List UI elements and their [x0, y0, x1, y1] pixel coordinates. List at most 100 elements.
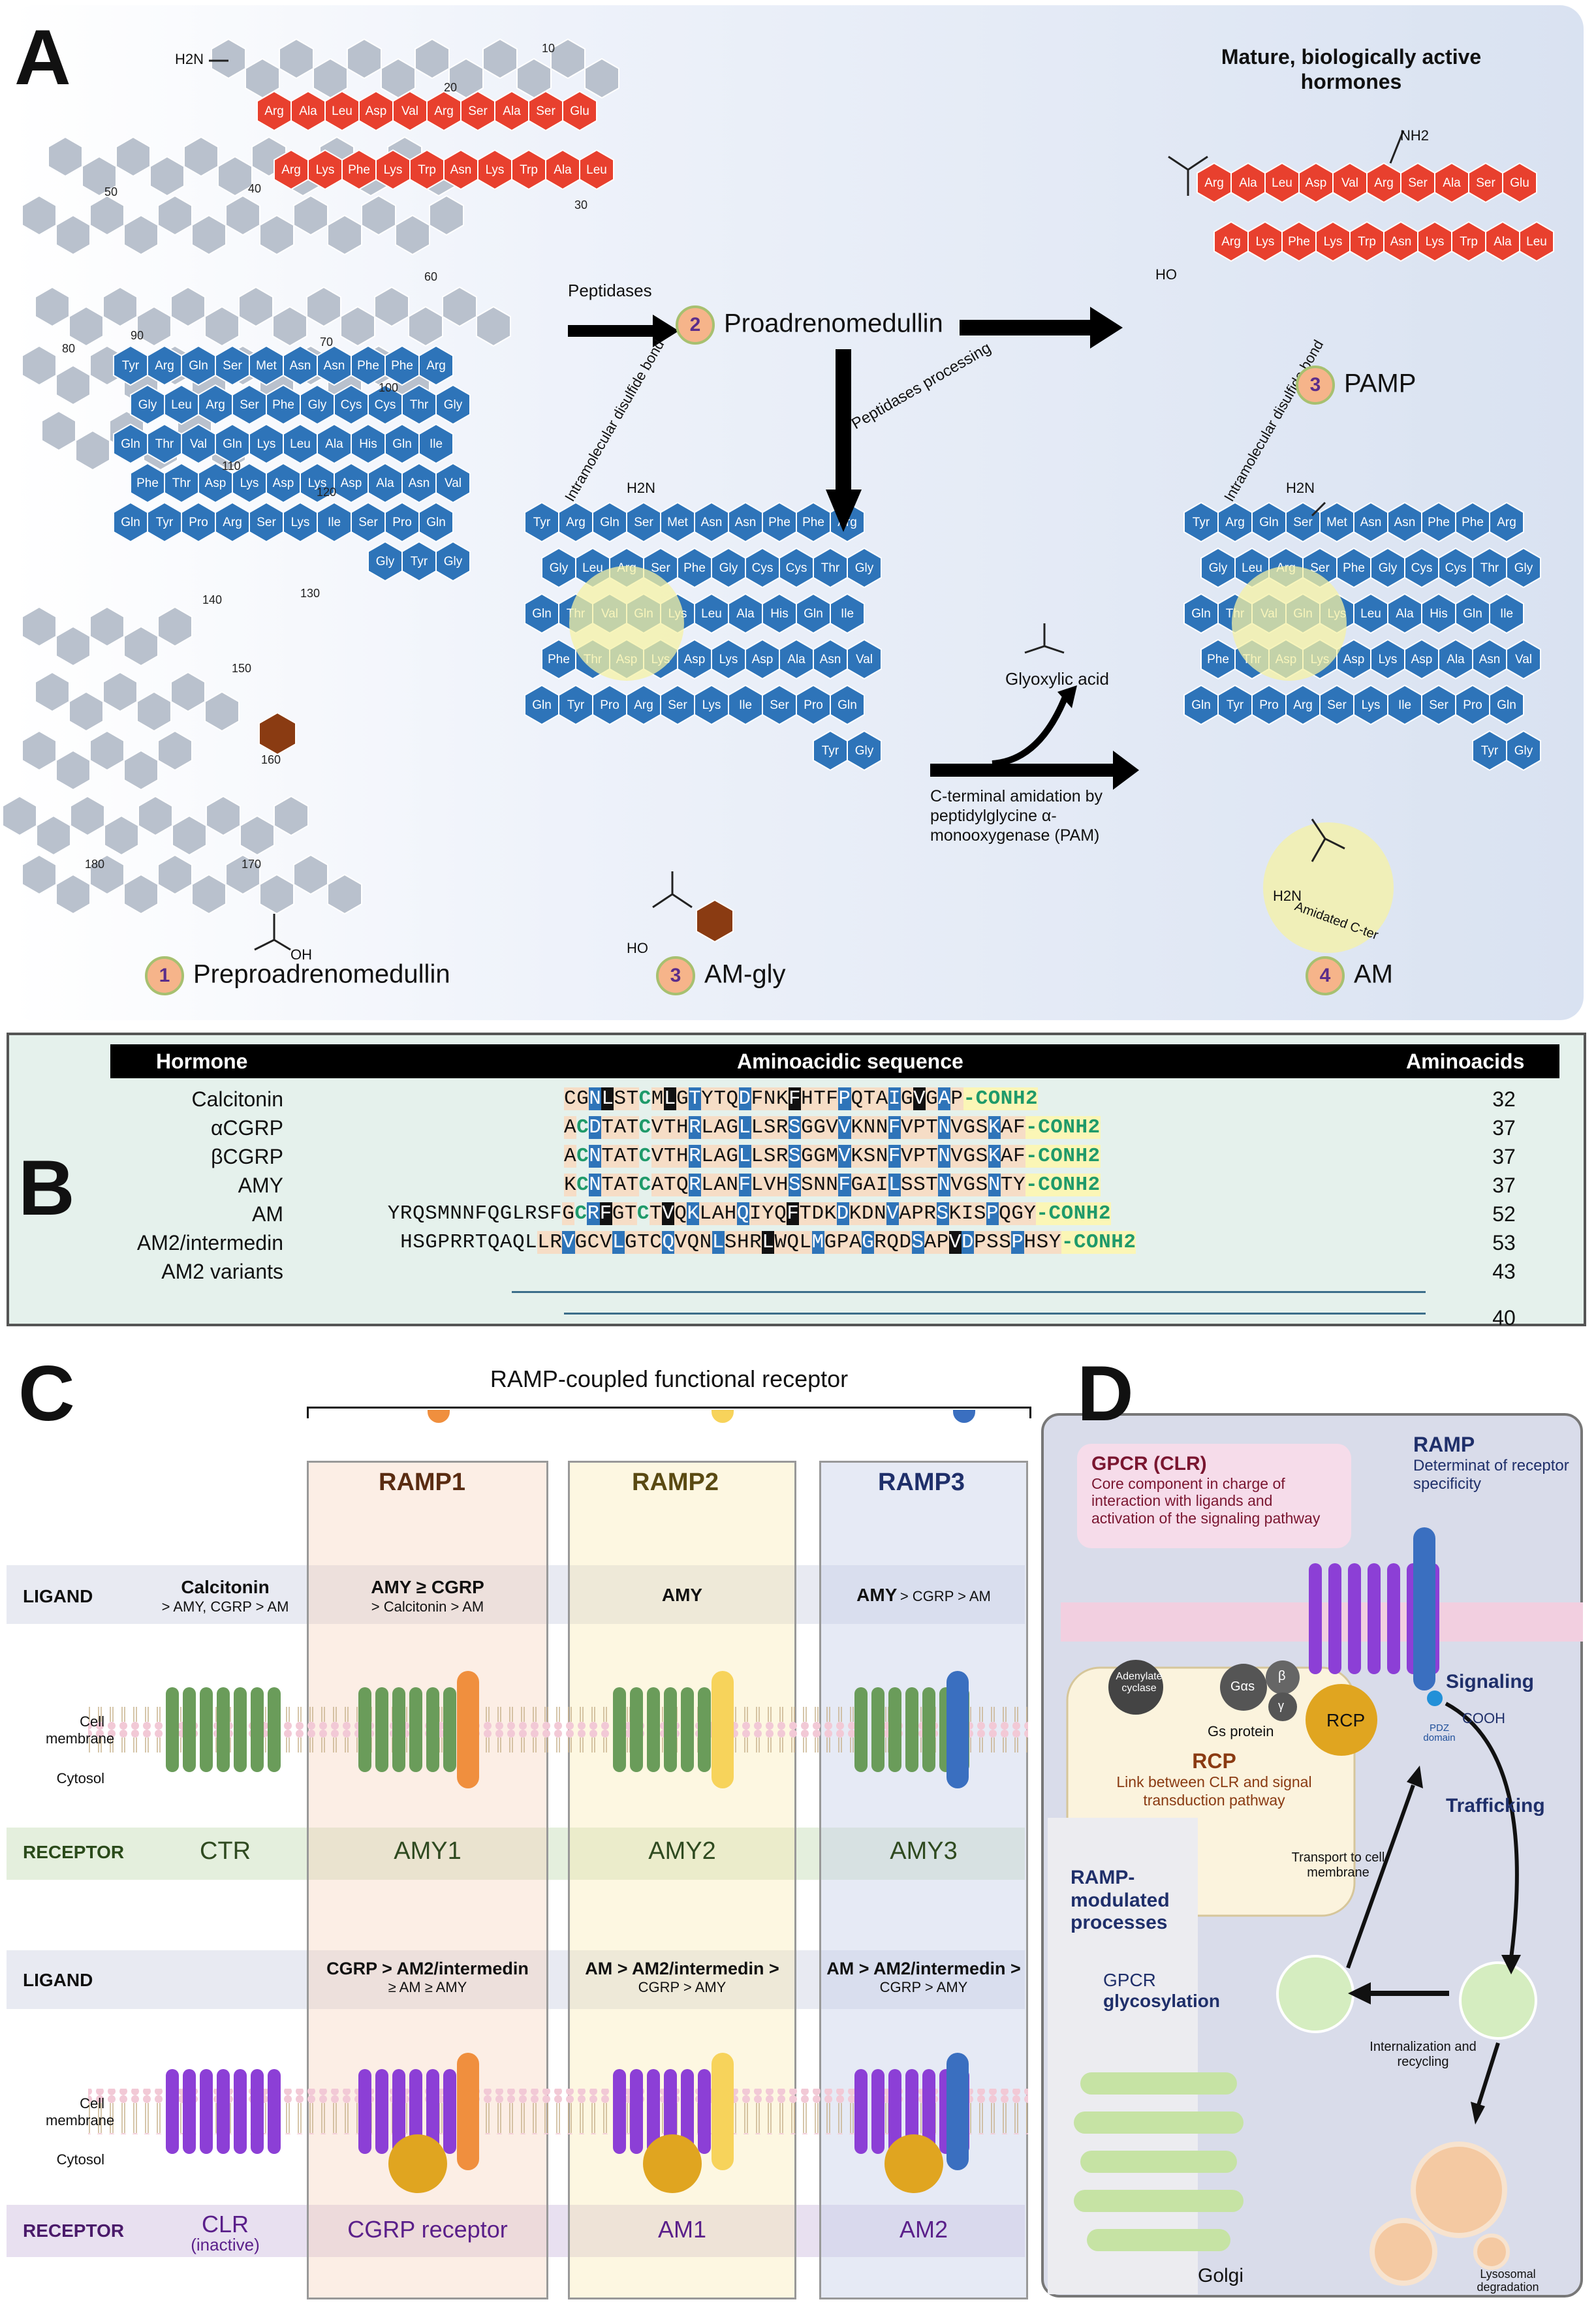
amino-acid-label: Val [1515, 653, 1532, 666]
precursor-residue [448, 57, 484, 99]
panel-b-table: Hormone Aminoacidic sequence Aminoacids … [7, 1033, 1586, 1330]
arrow-trafficking-down [1445, 1702, 1519, 1959]
golgi-stack [1074, 2072, 1244, 2251]
amino-acid-label: Ala [1396, 607, 1414, 621]
precursor-residue [293, 195, 328, 236]
residue: T [926, 1174, 939, 1196]
position-tick: 90 [131, 329, 144, 342]
amino-acid-label: Ser [1476, 176, 1495, 190]
amino-acid-label: Ser [257, 516, 276, 529]
precursor-residue [123, 873, 159, 915]
amino-acid-label: Ser [1429, 698, 1448, 712]
signaling-label: Signaling [1446, 1671, 1534, 1692]
precursor-residue [206, 795, 241, 837]
residue: G [963, 1145, 976, 1168]
amino-acid-label: Ser [1408, 176, 1428, 190]
residue: D [811, 1202, 824, 1225]
amino-acid-hex [1213, 221, 1249, 262]
amino-acid-label: Gln [532, 698, 552, 712]
residue: G [676, 1087, 689, 1110]
nh2-label: H2N [175, 51, 204, 67]
header-sequence: Aminoacidic sequence [737, 1050, 963, 1073]
residue: G [1011, 1202, 1024, 1225]
amino-acid-label: Tyr [822, 744, 839, 758]
residue: D [589, 1116, 602, 1139]
cooh-label-d: COOH [1462, 1710, 1505, 1726]
amino-acid-label: Thr [1480, 561, 1499, 575]
residue: P [1011, 1231, 1024, 1254]
residue: G [862, 1231, 875, 1254]
residue: F [787, 1202, 800, 1225]
amino-acid-label: Lys [308, 476, 327, 490]
ramp-callout: RAMP Determinat of receptor specificity [1413, 1433, 1569, 1493]
clr-helices [854, 2069, 969, 2154]
hormone-name: AM2/intermedin [136, 1231, 283, 1254]
precursor-residue [157, 854, 193, 896]
ctr-helices [358, 1687, 473, 1772]
amino-acid-label: Val [856, 653, 873, 666]
residue: Q [886, 1231, 900, 1254]
disulfide-highlight [1232, 566, 1347, 681]
residue: A [924, 1231, 937, 1254]
precursor-residue [374, 286, 409, 328]
precursor-residue [204, 305, 240, 347]
residue: H [676, 1116, 689, 1139]
residue: S [911, 1231, 924, 1254]
residue: A [713, 1145, 727, 1168]
residue: L [612, 1231, 625, 1254]
precursor-residue [48, 136, 83, 178]
amino-acid-hex [1200, 547, 1236, 589]
position-tick: 70 [320, 335, 333, 349]
residue: C [576, 1116, 589, 1139]
precursor-residue [361, 195, 396, 236]
residue: M [651, 1087, 664, 1110]
residue: V [674, 1231, 687, 1254]
amgly-h2n-label: H2N [627, 480, 656, 496]
amino-acid-label: Arg [1221, 235, 1241, 249]
residue: I [888, 1087, 901, 1110]
amino-acid-label: Gln [837, 698, 857, 712]
residue: S [986, 1231, 999, 1254]
hormone-name: αCGRP [211, 1116, 283, 1140]
rcp-label-d: RCP [1326, 1710, 1366, 1730]
sequence-text: KCNTATCATQRLANFLVHSSNNFGAILSSTNVGSNTY-CO… [564, 1174, 1101, 1196]
precursor-residue [211, 38, 246, 80]
precursor-residue [36, 815, 71, 856]
residue: G [813, 1145, 826, 1168]
residue: M [811, 1231, 824, 1254]
residue: A [849, 1231, 862, 1254]
residue: N [826, 1174, 839, 1196]
amino-acid-label: Phe [768, 516, 790, 529]
sequence-text: YRQSMNNFQGLRSFGCRFGTCTVQKLAHQIYQFTDKDKDN… [387, 1202, 1112, 1225]
precursor-residue [123, 214, 159, 256]
table-header: Hormone Aminoacidic sequence Aminoacids [110, 1044, 1559, 1078]
ligand-band-top [7, 1565, 1025, 1624]
precursor-residue [240, 815, 275, 856]
gly-residue [258, 711, 296, 756]
aminoacid-count: 37 [1492, 1174, 1516, 1197]
amino-acid-label: Asp [752, 653, 774, 666]
residue: T [626, 1087, 639, 1110]
amino-acid-label: Asn [1390, 235, 1412, 249]
amino-acid-label: Phe [802, 516, 824, 529]
precursor-residue [313, 57, 348, 99]
amino-acid-label: Leu [1242, 561, 1262, 575]
residue: Y [762, 1202, 775, 1225]
precursor-residue [340, 305, 375, 347]
precursor-residue [41, 410, 76, 452]
residue: V [651, 1145, 664, 1168]
rcp-callout: RCP Link between CLR and signal transduc… [1116, 1749, 1312, 1809]
beta-subunit [1266, 1660, 1300, 1694]
transport-label: Transport to cell membrane [1291, 1850, 1385, 1880]
residue: F [738, 1174, 751, 1196]
residue: G [963, 1174, 976, 1196]
residue: D [738, 1087, 751, 1110]
precursor-residue [35, 286, 70, 328]
precursor-residue [279, 38, 314, 80]
precursor-residue [75, 429, 110, 471]
residue: N [726, 1174, 739, 1196]
amino-acid-label: Gln [1497, 698, 1516, 712]
amino-acid-label: Val [445, 476, 462, 490]
